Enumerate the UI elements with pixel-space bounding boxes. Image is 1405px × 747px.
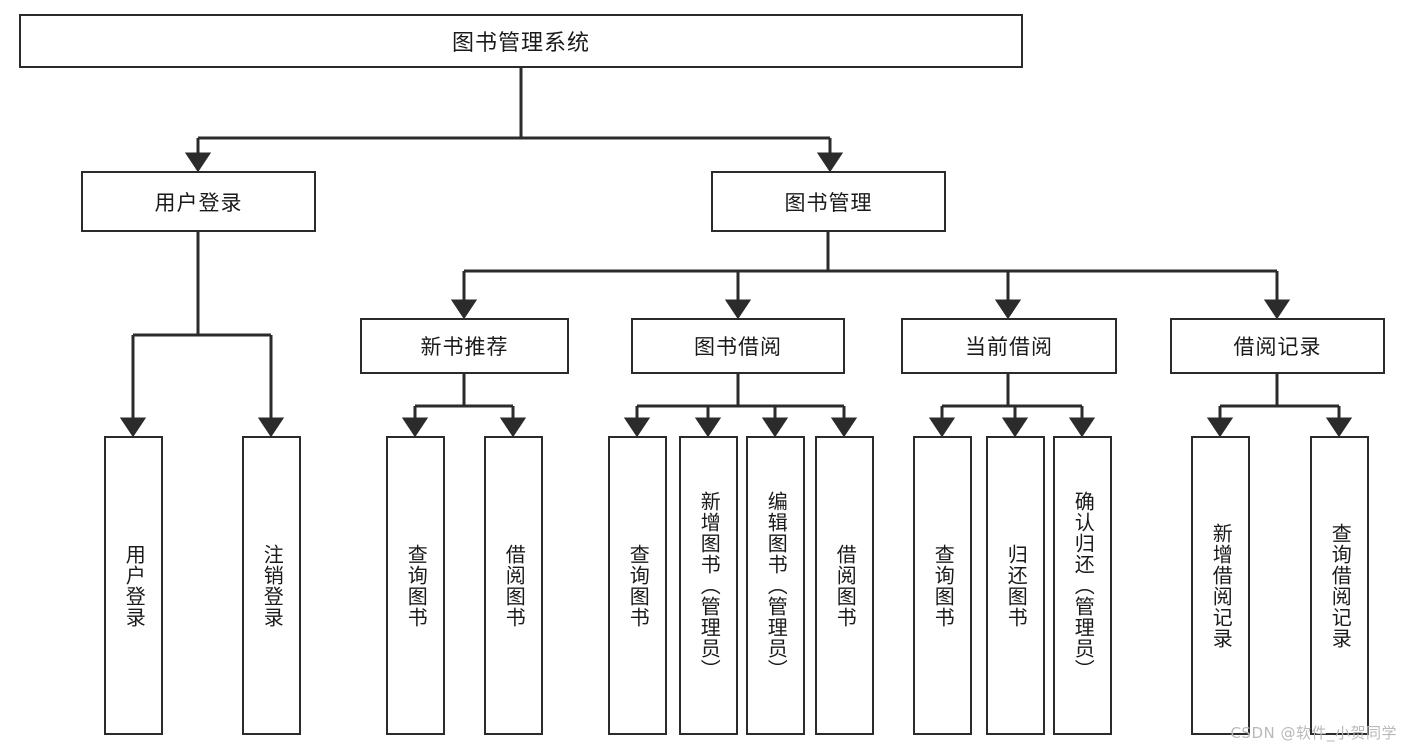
node-leaf-return-book-label: 归还图书	[1004, 543, 1029, 628]
node-leaf-user-logout[interactable]: 注销登录	[242, 436, 301, 735]
node-leaf-borrow-book-2[interactable]: 借阅图书	[815, 436, 874, 735]
node-leaf-add-record[interactable]: 新增借阅记录	[1191, 436, 1250, 735]
node-leaf-query-record-label: 查询借阅记录	[1328, 522, 1353, 649]
node-leaf-borrow-book-2-label: 借阅图书	[833, 543, 858, 628]
node-current-borrow-label: 当前借阅	[965, 335, 1053, 359]
node-leaf-user-login[interactable]: 用户登录	[104, 436, 163, 735]
node-leaf-query-book-1-label: 查询图书	[404, 543, 429, 628]
node-leaf-user-logout-label: 注销登录	[260, 543, 285, 628]
node-book-manage-label: 图书管理	[784, 190, 873, 215]
node-leaf-user-login-label: 用户登录	[122, 543, 147, 628]
node-leaf-query-book-2[interactable]: 查询图书	[608, 436, 667, 735]
node-root-label: 图书管理系统	[451, 31, 590, 56]
node-new-book-recommend[interactable]: 新书推荐	[360, 318, 569, 374]
node-user-login-label: 用户登录	[154, 190, 243, 215]
node-leaf-confirm-return[interactable]: 确认归还（管理员）	[1053, 436, 1112, 735]
node-borrow-record[interactable]: 借阅记录	[1170, 318, 1385, 374]
node-leaf-query-book-3[interactable]: 查询图书	[913, 436, 972, 735]
node-leaf-borrow-book-1[interactable]: 借阅图书	[484, 436, 543, 735]
node-new-book-recommend-label: 新书推荐	[420, 335, 509, 359]
node-leaf-return-book[interactable]: 归还图书	[986, 436, 1045, 735]
node-borrow-record-label: 借阅记录	[1233, 335, 1322, 359]
node-leaf-query-book-2-label: 查询图书	[626, 543, 651, 628]
node-leaf-borrow-book-1-label: 借阅图书	[502, 543, 527, 628]
node-current-borrow[interactable]: 当前借阅	[901, 318, 1117, 374]
node-leaf-query-book-1[interactable]: 查询图书	[386, 436, 445, 735]
node-leaf-add-record-label: 新增借阅记录	[1209, 522, 1234, 649]
node-leaf-query-record[interactable]: 查询借阅记录	[1310, 436, 1369, 735]
watermark-text: CSDN @软件_小贺同学	[1230, 724, 1397, 742]
node-leaf-edit-book-label: 编辑图书（管理员）	[764, 491, 789, 680]
node-leaf-confirm-return-label: 确认归还（管理员）	[1071, 491, 1096, 680]
node-book-manage[interactable]: 图书管理	[711, 171, 946, 232]
node-leaf-add-book[interactable]: 新增图书（管理员）	[679, 436, 738, 735]
node-leaf-edit-book[interactable]: 编辑图书（管理员）	[746, 436, 805, 735]
node-user-login[interactable]: 用户登录	[81, 171, 316, 232]
node-root[interactable]: 图书管理系统	[19, 14, 1023, 68]
node-leaf-add-book-label: 新增图书（管理员）	[697, 491, 722, 680]
node-book-borrow[interactable]: 图书借阅	[631, 318, 845, 374]
node-leaf-query-book-3-label: 查询图书	[931, 543, 956, 628]
node-book-borrow-label: 图书借阅	[694, 335, 782, 359]
